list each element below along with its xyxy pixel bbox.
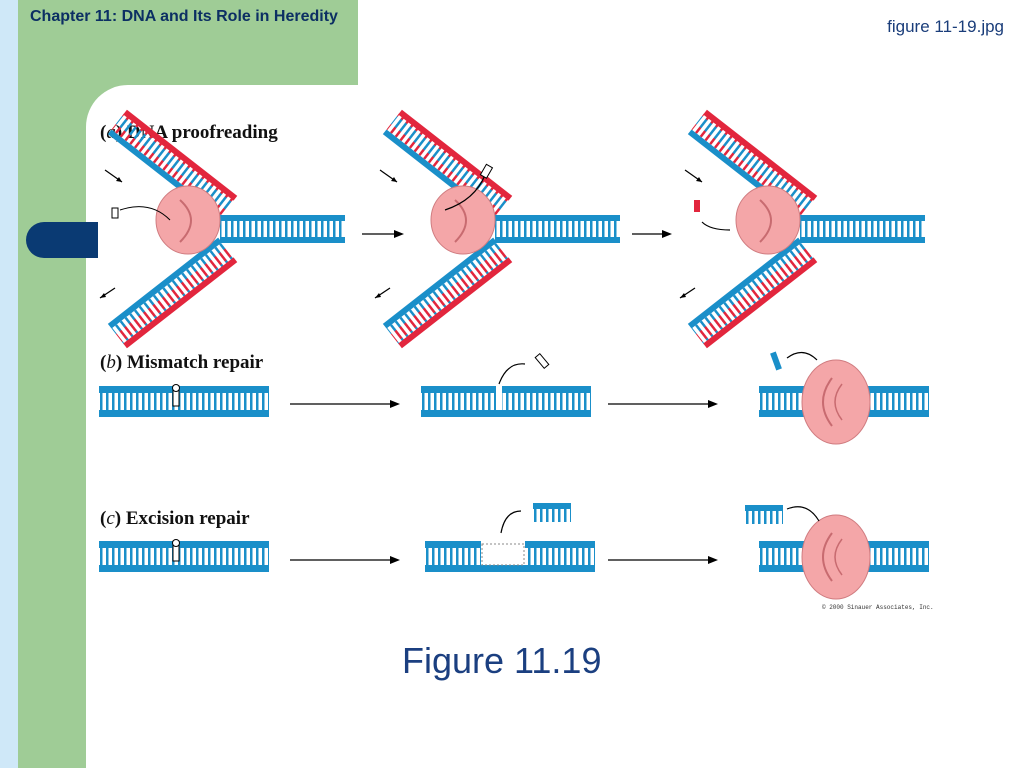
arrow-c1: [290, 556, 400, 564]
fork-stage-3: [679, 108, 926, 350]
left-edge-strip: [0, 0, 18, 768]
mismatch-dna-2: [421, 353, 591, 417]
excision-dna-3: [745, 505, 929, 600]
arrow-b2: [608, 400, 718, 408]
arrow-a1: [362, 230, 404, 238]
arrow-c2: [608, 556, 718, 564]
mismatch-dna-1: [99, 384, 269, 417]
chapter-title: Chapter 11: DNA and Its Role in Heredity: [30, 8, 338, 25]
excision-dna-1: [99, 539, 269, 572]
content-panel: [86, 85, 1024, 768]
fork-stage-2: [374, 108, 621, 350]
panel-b-label: (b) Mismatch repair: [100, 352, 264, 373]
panel-c-label: (c) Excision repair: [100, 508, 250, 529]
file-label: figure 11-19.jpg: [887, 17, 1004, 36]
fork-stage-1: [99, 108, 346, 350]
sidebar-green-band: [18, 85, 86, 768]
arrow-a2: [632, 230, 672, 238]
copyright-text: © 2000 Sinauer Associates, Inc.: [822, 604, 934, 611]
excision-dna-2: [425, 503, 595, 572]
navy-tab-decoration: [26, 222, 98, 258]
mismatch-dna-3: [759, 351, 929, 445]
arrow-b1: [290, 400, 400, 408]
figure-caption: Figure 11.19: [402, 640, 602, 681]
